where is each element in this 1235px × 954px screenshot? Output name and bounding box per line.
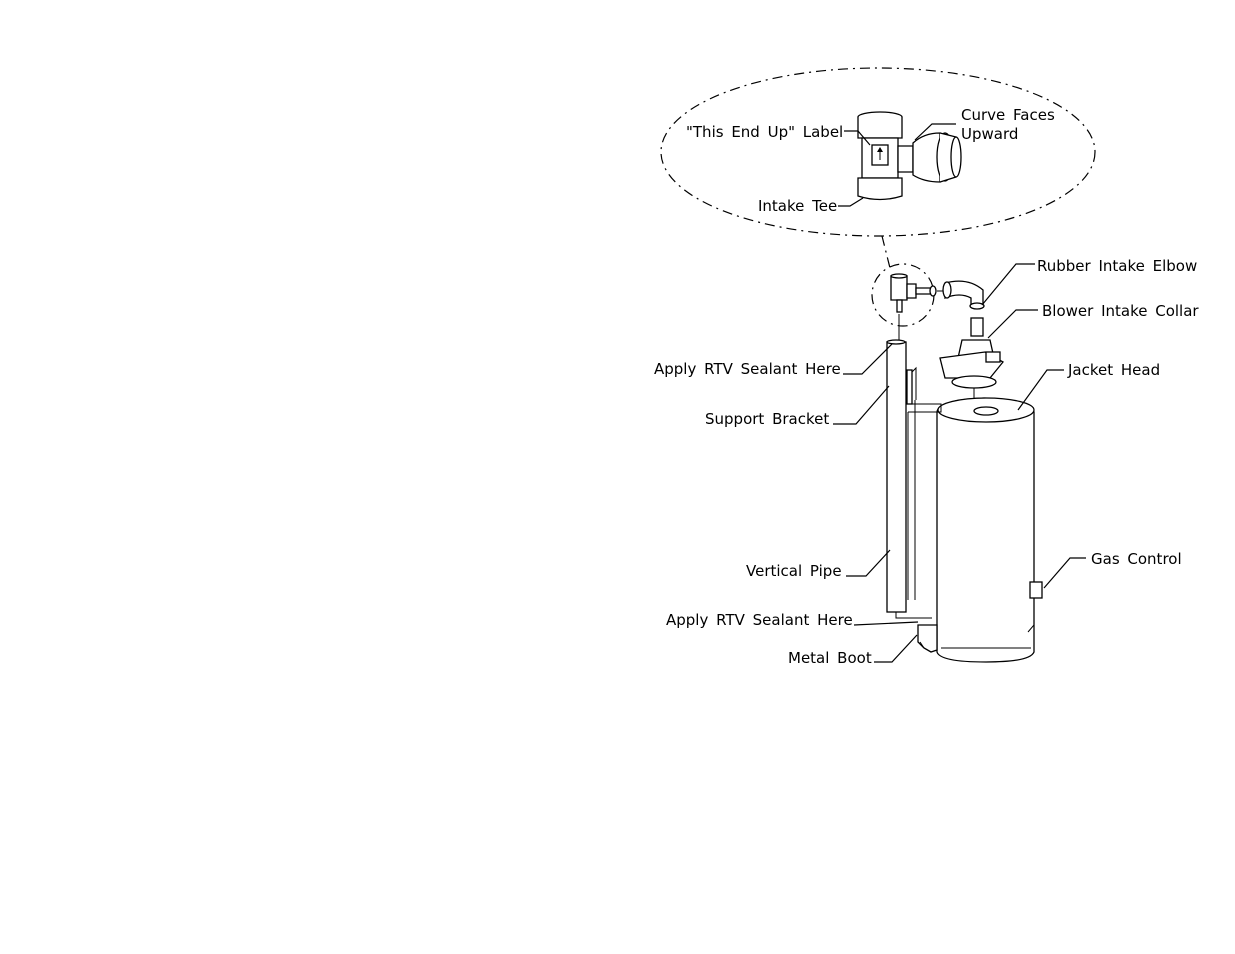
blower-assembly [939, 317, 1004, 404]
label-gas-control: Gas Control [1091, 550, 1182, 568]
label-apply-rtv-bottom: Apply RTV Sealant Here [666, 611, 853, 629]
small-intake-tee [890, 273, 937, 313]
water-heater-tank [936, 397, 1043, 663]
label-metal-boot: Metal Boot [788, 649, 872, 667]
leader-lines [833, 123, 1086, 663]
detail-leader-line [881, 235, 891, 269]
label-upward: Upward [961, 125, 1018, 143]
label-apply-rtv-top: Apply RTV Sealant Here [654, 360, 841, 378]
label-rubber-intake-elbow: Rubber Intake Elbow [1037, 257, 1197, 275]
metal-boot [917, 624, 938, 653]
label-blower-intake-collar: Blower Intake Collar [1042, 302, 1199, 320]
small-rubber-elbow [937, 280, 985, 310]
label-support-bracket: Support Bracket [705, 410, 829, 428]
label-this-end-up: "This End Up" Label [686, 123, 843, 141]
detail-callout-ellipse [660, 67, 1096, 237]
label-jacket-head: Jacket Head [1067, 361, 1160, 379]
label-vertical-pipe: Vertical Pipe [746, 562, 842, 580]
vertical-pipe [886, 314, 932, 619]
labels: "This End Up" Label Curve Faces Upward I… [654, 106, 1199, 667]
label-curve-faces: Curve Faces [961, 106, 1055, 124]
detail-elbow [912, 132, 962, 183]
support-bracket [906, 366, 942, 600]
label-intake-tee: Intake Tee [758, 197, 837, 215]
detail-intake-tee [857, 111, 914, 201]
